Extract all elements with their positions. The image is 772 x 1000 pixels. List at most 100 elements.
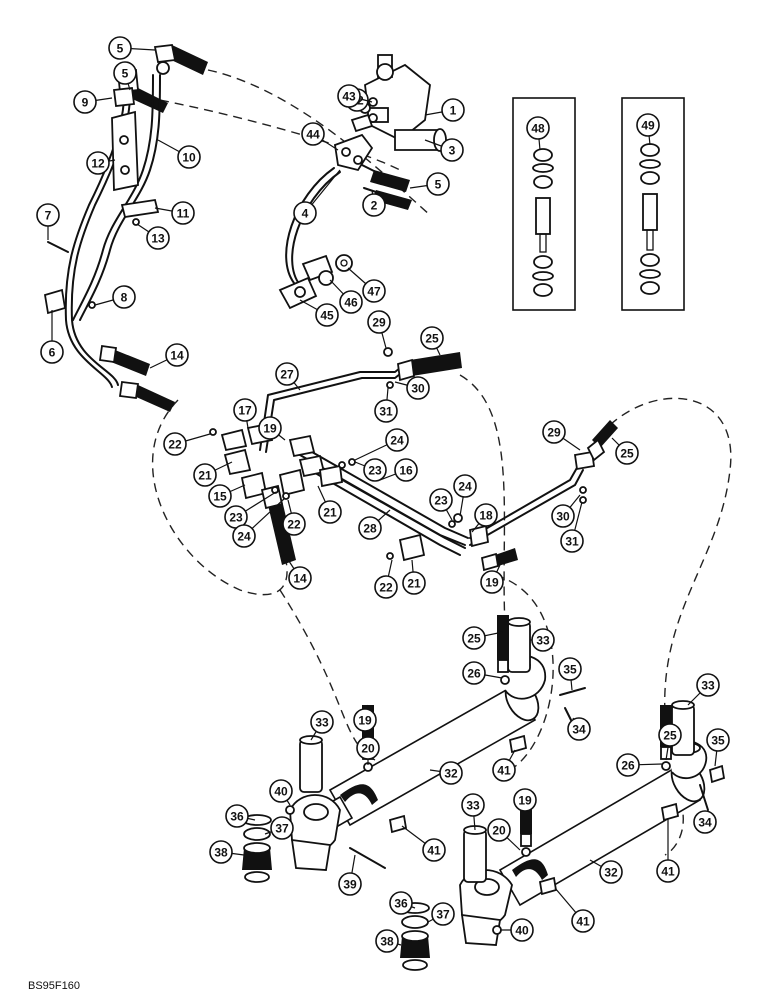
callout-number: 45	[320, 309, 334, 323]
callout-circle	[36, 203, 60, 227]
callout-4: 4	[293, 201, 317, 225]
callout-number: 24	[237, 530, 251, 544]
callout-number: 31	[565, 535, 579, 549]
callout-31: 31	[560, 529, 584, 553]
callout-circle	[658, 723, 682, 747]
callout-circle	[40, 340, 64, 364]
callout-number: 20	[361, 742, 375, 756]
callout-circle	[616, 753, 640, 777]
callout-number: 21	[198, 469, 212, 483]
callout-38: 38	[209, 840, 233, 864]
callout-number: 38	[214, 846, 228, 860]
callout-number: 4	[302, 207, 309, 221]
callout-number: 10	[182, 151, 196, 165]
callout-number: 36	[394, 897, 408, 911]
callout-6: 6	[40, 340, 64, 364]
callout-48: 48	[526, 116, 550, 140]
callout-25: 25	[462, 626, 486, 650]
callout-41: 41	[571, 909, 595, 933]
callout-13: 13	[146, 226, 170, 250]
callout-circle	[389, 891, 413, 915]
callout-33: 33	[531, 628, 555, 652]
callout-circle	[696, 673, 720, 697]
callout-10: 10	[177, 145, 201, 169]
callout-number: 47	[367, 285, 381, 299]
callout-7: 7	[36, 203, 60, 227]
callout-number: 5	[122, 67, 129, 81]
callout-circle	[358, 516, 382, 540]
callout-21: 21	[193, 463, 217, 487]
callout-circle	[353, 708, 377, 732]
callout-number: 34	[572, 723, 586, 737]
callout-circle	[337, 84, 361, 108]
callout-40: 40	[269, 779, 293, 803]
callout-number: 48	[531, 122, 545, 136]
callout-32: 32	[439, 761, 463, 785]
callout-number: 23	[229, 511, 243, 525]
callout-number: 16	[399, 464, 413, 478]
callout-circle	[426, 172, 450, 196]
callout-number: 21	[323, 506, 337, 520]
callout-44: 44	[301, 122, 325, 146]
callout-circle	[510, 918, 534, 942]
callout-25: 25	[658, 723, 682, 747]
callout-circle	[599, 860, 623, 884]
callout-37: 37	[431, 902, 455, 926]
callout-circle	[339, 290, 363, 314]
callout-number: 14	[170, 349, 184, 363]
callout-20: 20	[356, 736, 380, 760]
callout-circle	[146, 226, 170, 250]
callout-circle	[531, 628, 555, 652]
callout-number: 28	[363, 522, 377, 536]
callout-25: 25	[420, 326, 444, 350]
callout-21: 21	[402, 571, 426, 595]
callout-circle	[163, 432, 187, 456]
callout-number: 29	[372, 316, 386, 330]
callout-circle	[374, 575, 398, 599]
callout-number: 12	[91, 157, 105, 171]
callout-28: 28	[358, 516, 382, 540]
callout-circle	[513, 788, 537, 812]
callout-circle	[542, 420, 566, 444]
callout-number: 33	[315, 716, 329, 730]
callout-circle	[439, 761, 463, 785]
callout-number: 32	[604, 866, 618, 880]
callout-37: 37	[270, 816, 294, 840]
callout-35: 35	[706, 728, 730, 752]
callout-number: 40	[274, 785, 288, 799]
callout-26: 26	[616, 753, 640, 777]
callout-circle	[461, 793, 485, 817]
callout-33: 33	[461, 793, 485, 817]
callout-41: 41	[492, 758, 516, 782]
callout-number: 37	[436, 908, 450, 922]
callout-circle	[270, 816, 294, 840]
callout-circle	[560, 529, 584, 553]
callout-23: 23	[363, 458, 387, 482]
callout-27: 27	[275, 362, 299, 386]
callout-number: 39	[343, 878, 357, 892]
callout-circle	[282, 512, 306, 536]
callout-circle	[86, 151, 110, 175]
callout-40: 40	[510, 918, 534, 942]
callout-36: 36	[389, 891, 413, 915]
callout-circle	[551, 504, 575, 528]
callout-circle	[356, 736, 380, 760]
callout-number: 25	[620, 447, 634, 461]
callout-circle	[526, 116, 550, 140]
callout-41: 41	[656, 859, 680, 883]
callout-circle	[431, 902, 455, 926]
callout-24: 24	[453, 474, 477, 498]
callout-circle	[108, 36, 132, 60]
callout-number: 30	[556, 510, 570, 524]
callout-circle	[429, 488, 453, 512]
callout-circle	[462, 626, 486, 650]
callout-circle	[362, 279, 386, 303]
callout-5: 5	[426, 172, 450, 196]
callout-circle	[258, 416, 282, 440]
callout-circle	[73, 90, 97, 114]
callout-number: 2	[371, 199, 378, 213]
callout-19: 19	[513, 788, 537, 812]
callout-8: 8	[112, 285, 136, 309]
callout-circle	[293, 201, 317, 225]
